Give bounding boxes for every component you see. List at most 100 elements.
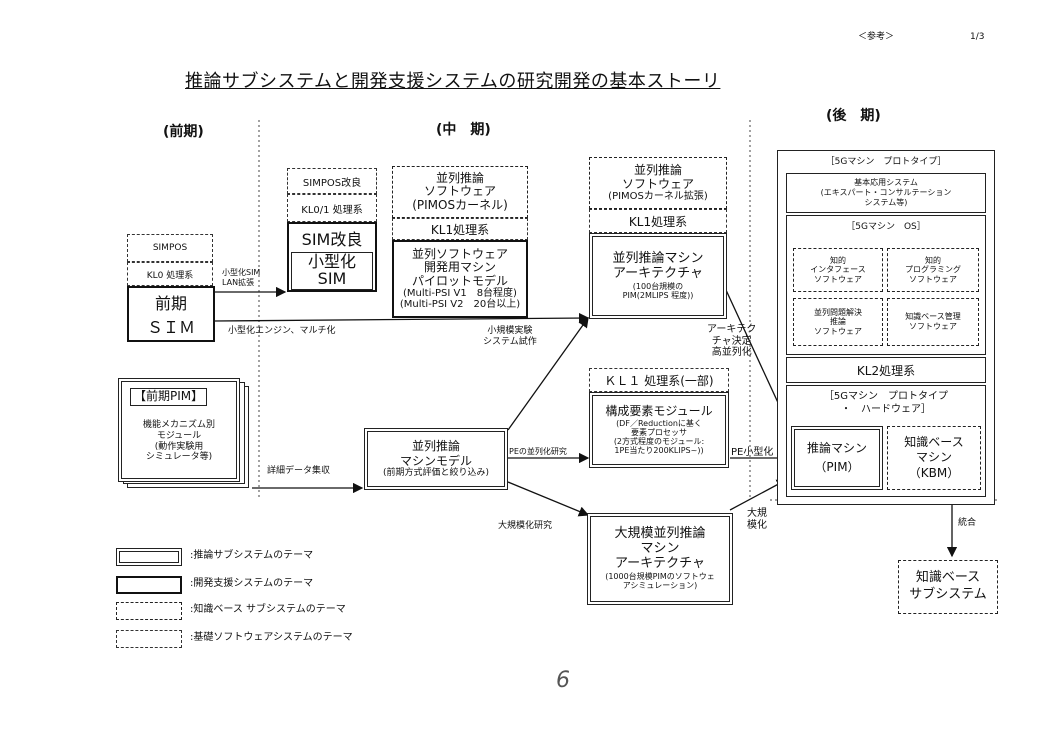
page-title: 推論サブシステムと開発支援システムの研究開発の基本ストーリ [185,71,721,92]
model-line: マシンモデル [399,453,472,468]
kl1-b-box: KL1処理系 [589,209,727,233]
kl1-part-box: ＫＬ１ 処理系(一部) [589,368,729,392]
pilot-line: 開発用マシン [423,260,496,275]
os-cell-line: 知識ベース管理 [905,312,961,322]
legend-label-dev: :開発支援システムのテーマ [190,578,314,589]
arrow-label-detail: 詳細データ集収 [267,466,331,476]
large-line: (1000台規模PIMのソフトウェ [605,572,715,582]
proto-outer-box: ［5Gマシン プロトタイプ］ 基本応用システム (エキスパート・コンサルテーショ… [777,150,995,505]
early-pim-title: 【前期PIM】 [130,388,208,406]
os-cell-line: 推論 [830,317,846,327]
arrow-label-line: システム試作 [483,336,537,347]
arrow-label-large-study: 大規模化研究 [498,521,553,531]
os-cell-2: 知的 プログラミング ソフトウェア [887,248,979,292]
legend-label-kb: :知識ベース サブシステムのテーマ [190,604,346,615]
arrow-label-line: 小型化SIM [222,268,261,277]
kl1-a-label: KL1処理系 [430,222,490,237]
arrow-label-line: LAN拡張 [222,277,255,287]
large-arch-box: 大規模並列推論 マシン アーキテクチャ (1000台規模PIMのソフトウェ アシ… [587,513,733,605]
arch-line: PIM(2MLIPS 程度)) [622,290,694,300]
parallel-sw-box: 並列推論 ソフトウェア (PIMOSカーネル) [392,166,528,218]
parallel-sw2-line: ソフトウェア [621,176,694,191]
parallel-sw2-line: 並列推論 [633,163,682,178]
legend-label-basic: :基礎ソフトウェアシステムのテーマ [190,632,353,643]
inference-machine-box: 推論マシン （PIM） [791,426,883,490]
arrow-label-line: チャ決定 [711,335,752,347]
sim-kairyo-box: SIM改良 小型化 SIM [287,222,377,292]
pilot-line: 並列ソフトウェア [411,246,508,261]
parallel-sw-line: 並列推論 [435,171,484,186]
kl2-box: KL2処理系 [786,357,986,383]
kl2-label: KL2処理系 [856,363,916,378]
model-line: (前期方式評価と絞り込み) [382,467,490,478]
hw-title-line: ・ ハードウェア］ [841,404,931,415]
early-pim-body-line: モジュール [156,430,202,441]
module-line: (DF／Reductionに基く [616,418,702,428]
kl1-a-box: KL1処理系 [392,218,528,240]
pilot-line: (Multi-PSI V2 20台以上) [399,299,521,311]
arrow-label-line: 小規模実験 [487,326,533,336]
parallel-sw2-box: 並列推論 ソフトウェア (PIMOSカーネル拡張) [589,157,727,209]
arrow-label-kogata-engine: 小型化エンジン、マルチ化 [228,326,336,336]
early-pim-body-line: 機能メカニズム別 [142,420,215,430]
os-box: ［5Gマシン OS］ 知的 インタフェース ソフトウェア 知的 プログラミング … [786,215,986,355]
kbm-box: 知識ベース マシン （KBM） [887,426,981,490]
parallel-sw2-line: (PIMOSカーネル拡張) [608,190,708,202]
parallel-sw-line: (PIMOSカーネル) [412,197,508,212]
os-cell-line: ソフトウェア [814,326,862,336]
early-pim-body-line: (動作実験用 [154,441,204,452]
kb-subsystem-line: サブシステム [909,587,987,602]
arrow-label-arch-decide: アーキテク チャ決定 高並列化 [707,324,756,359]
period-early-label: (前期) [163,124,204,140]
large-line: マシン [640,541,680,557]
legend-swatch-dev [116,576,182,594]
app-line: (エキスパート・コンサルテーション [820,188,952,197]
early-pim-body-line: シミュレータ等) [145,452,213,463]
os-cell-line: ソフトウェア [814,274,862,284]
arrow-label-line: 模化 [747,519,767,531]
os-cell-line: 並列問題解決 [814,307,862,317]
period-middle-label: (中 期) [436,122,491,138]
module-box: 構成要素モジュール (DF／Reductionに基く 要素プロセッサ (2方式程… [589,392,729,468]
os-cell-line: 知的 [925,255,941,265]
early-pim-box: 【前期PIM】 機能メカニズム別 モジュール (動作実験用 シミュレータ等) [118,378,240,482]
arrow-label-large-scale: 大規 模化 [747,508,767,531]
kl0-box: KL0 処理系 [127,262,213,286]
os-title: ［5Gマシン OS］ [846,222,926,232]
os-cell-4: 知識ベース管理 ソフトウェア [887,298,979,346]
app-line: システム等) [864,198,908,207]
app-line: 基本応用システム [854,178,918,187]
arrow-label-pe-study: PEの並列化研究 [509,447,567,456]
kogata-sim-line: SIM [317,269,347,288]
legend-swatch-basic [116,630,182,648]
module-line: 1PE当たり200KLIPS~)) [614,446,704,456]
early-sim-box: 前期 ＳＩＭ [127,286,215,342]
arrow-label-line: アーキテク [707,324,757,335]
os-cell-line: プログラミング [905,265,961,275]
pilot-line: パイロットモデル [411,273,508,288]
hw-title-line: ［5Gマシン プロトタイプ [823,391,949,402]
arrow-label-pe-small: PE小型化 [731,447,774,458]
kbm-line: （KBM） [908,465,960,480]
kb-subsystem-line: 知識ベース [915,570,981,586]
kbm-line: マシン [915,450,952,465]
arch-box: 並列推論マシン アーキテクチャ (100台規模の PIM(2MLIPS 程度)) [589,233,727,319]
arrow-label-line: 大規 [747,508,767,519]
pilot-model-box: 並列ソフトウェア 開発用マシン パイロットモデル (Multi-PSI V1 8… [392,240,528,318]
os-cell-3: 並列問題解決 推論 ソフトウェア [793,298,883,346]
early-sim-line1: 前期 [154,294,187,313]
period-late-label: (後 期) [826,108,881,124]
arch-line: アーキテクチャ [612,265,704,281]
reference-label: ＜参考＞ [858,32,895,42]
arrow-label-integrate: 統合 [958,518,977,528]
machine-model-box: 並列推論 マシンモデル (前期方式評価と絞り込み) [364,428,508,490]
legend-label-inference: :推論サブシステムのテーマ [190,550,314,561]
large-line: 大規模並列推論 [614,526,706,542]
infer-line: 推論マシン [806,440,867,455]
kl0-label: KL0 処理系 [146,270,194,281]
kbm-line: 知識ベース [904,434,964,449]
arch-line: 並列推論マシン [612,250,704,266]
legend-swatch-inference [116,548,182,566]
kl01-box: KL0/1 処理系 [287,194,377,222]
module-line: 要素プロセッサ [631,427,687,437]
